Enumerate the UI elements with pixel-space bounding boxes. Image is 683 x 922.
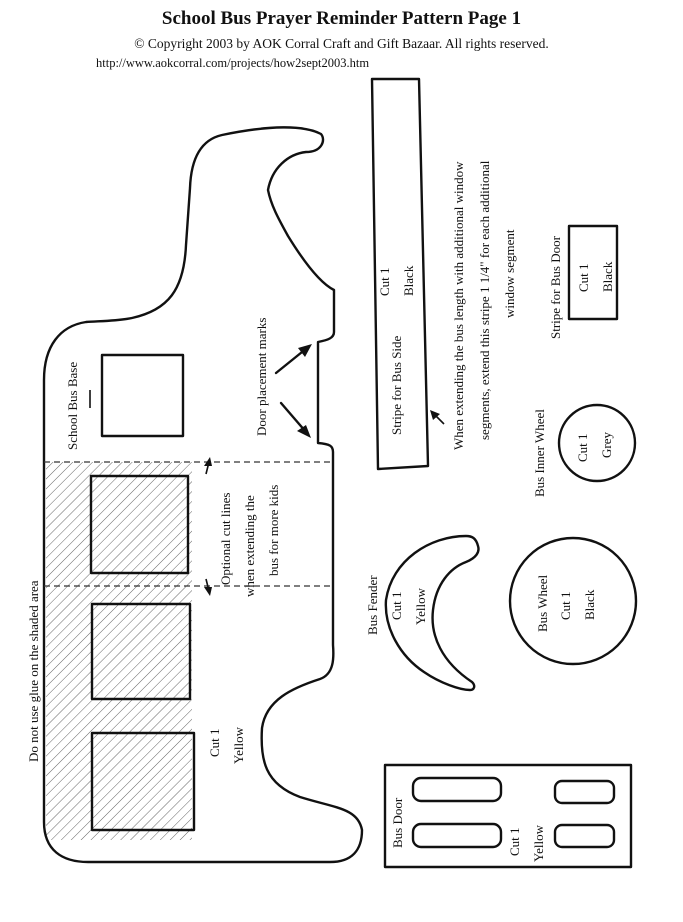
arrow-icon — [279, 401, 311, 438]
stripe-side-note-line2: segments, extend this stripe 1 1/4" for … — [477, 160, 492, 440]
stripe-side-outline — [370, 77, 430, 471]
stripe-side-note-line3: window segment — [502, 229, 517, 318]
bus-base-cut-count: Cut 1 — [207, 728, 222, 757]
inner-wheel-color: Grey — [599, 432, 614, 458]
inner-wheel-outline — [557, 403, 637, 483]
wheel-cut-count: Cut 1 — [558, 591, 573, 620]
fender-color: Yellow — [413, 587, 428, 625]
door-window-2 — [411, 822, 503, 849]
door-color: Yellow — [531, 824, 546, 862]
bus-window-4 — [90, 731, 196, 832]
stripe-for-bus-side-piece: Stripe for Bus Side Cut 1 Black When ext… — [370, 77, 517, 471]
stripe-side-cut-count: Cut 1 — [377, 267, 392, 296]
arrow-icon — [204, 457, 212, 475]
door-window-3 — [553, 779, 616, 805]
bus-inner-wheel-piece: Bus Inner Wheel Cut 1 Grey — [532, 403, 637, 497]
inner-wheel-cut-count: Cut 1 — [575, 433, 590, 462]
stripe-side-label: Stripe for Bus Side — [389, 335, 404, 435]
copyright-line: © Copyright 2003 by AOK Corral Craft and… — [134, 36, 549, 51]
stripe-door-label: Stripe for Bus Door — [548, 235, 563, 339]
school-bus-base-label: School Bus Base — [65, 362, 80, 450]
optional-cut-note-line2: when extending the — [242, 495, 257, 597]
door-cut-count: Cut 1 — [507, 827, 522, 856]
stripe-side-color: Black — [401, 265, 416, 296]
bus-base-outline — [42, 126, 364, 864]
bus-window-3 — [90, 602, 192, 701]
door-label: Bus Door — [390, 797, 405, 848]
bus-door-piece: Bus Door Cut 1 Yellow — [383, 763, 633, 869]
wheel-color: Black — [582, 589, 597, 620]
arrow-icon — [274, 344, 312, 375]
wheel-outline — [508, 536, 638, 666]
arrow-icon — [430, 410, 445, 425]
door-outline — [383, 763, 633, 869]
door-placement-marks-label: Door placement marks — [254, 318, 269, 436]
stripe-door-cut-count: Cut 1 — [576, 263, 591, 292]
no-glue-shaded-area — [46, 462, 192, 840]
inner-wheel-label: Bus Inner Wheel — [532, 409, 547, 497]
fender-cut-count: Cut 1 — [389, 591, 404, 620]
arrow-icon — [204, 578, 212, 596]
no-glue-note: Do not use glue on the shaded area — [26, 580, 41, 762]
stripe-door-color: Black — [600, 261, 615, 292]
school-bus-base-piece: School Bus Base Do not use glue on the s… — [26, 126, 364, 864]
bus-wheel-piece: Bus Wheel Cut 1 Black — [508, 536, 638, 666]
bus-window-2 — [89, 474, 190, 575]
bus-fender-piece: Bus Fender Cut 1 Yellow — [365, 534, 480, 692]
door-window-4 — [553, 823, 616, 849]
fender-outline — [384, 534, 480, 692]
optional-cut-note-line3: bus for more kids — [266, 485, 281, 576]
source-url: http://www.aokcorral.com/projects/how2se… — [96, 56, 370, 70]
bus-window-1 — [100, 353, 185, 438]
stripe-door-outline — [567, 224, 619, 321]
stripe-side-note-line1: When extending the bus length with addit… — [451, 161, 466, 450]
optional-cut-note-line1: Optional cut lines — [218, 493, 233, 585]
page-title: School Bus Prayer Reminder Pattern Page … — [161, 8, 522, 29]
door-window-1 — [411, 776, 503, 803]
bus-base-color: Yellow — [231, 726, 246, 764]
stripe-for-bus-door-piece: Stripe for Bus Door Cut 1 Black — [548, 224, 619, 339]
wheel-label: Bus Wheel — [535, 574, 550, 632]
fender-label: Bus Fender — [365, 575, 380, 635]
